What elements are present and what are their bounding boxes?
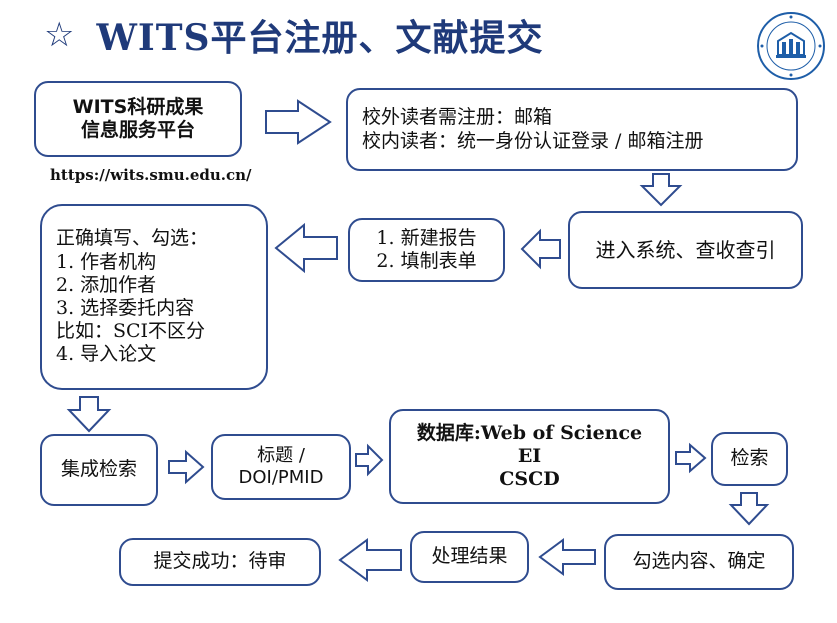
register-line-internal: 校内读者：统一身份认证登录 / 邮箱注册 [362, 129, 704, 152]
process-result-box: 处理结果 [410, 531, 529, 583]
new-report-box: 1. 新建报告 2. 填制表单 [348, 218, 505, 282]
new-report-line-1: 1. 新建报告 [376, 226, 477, 249]
title-doi-box: 标题 / DOI/PMID [211, 434, 351, 500]
fill-form-line-4: 3. 选择委托内容 [56, 297, 195, 319]
arrow-right-icon [168, 449, 205, 485]
wits-platform-line-1: WITS科研成果 [72, 95, 204, 118]
select-confirm-box: 勾选内容、确定 [604, 534, 794, 590]
new-report-line-2: 2. 填制表单 [376, 250, 477, 272]
fill-form-line-5: 比如：SCI不区分 [56, 320, 206, 343]
fill-form-line-1: 正确填写、勾选： [56, 227, 209, 250]
arrow-down-icon [639, 173, 683, 207]
search-text: 检索 [730, 447, 769, 470]
arrow-down-icon [728, 492, 770, 526]
database-line-2: EI [517, 444, 542, 467]
page-title: ☆ WITS平台注册、文献提交 [44, 10, 544, 60]
star-icon: ☆ [44, 15, 75, 55]
fill-form-line-6: 4. 导入论文 [56, 343, 157, 366]
wits-platform-line-2: 信息服务平台 [80, 119, 195, 141]
wits-platform-box: WITS科研成果 信息服务平台 [34, 81, 242, 157]
arrow-down-icon [66, 396, 112, 433]
page-title-text: WITS平台注册、文献提交 [96, 17, 544, 59]
library-seal-icon [757, 12, 825, 80]
arrow-left-icon [538, 538, 596, 576]
search-box: 检索 [711, 432, 788, 486]
register-line-external: 校外读者需注册：邮箱 [362, 106, 553, 129]
arrow-right-icon [355, 443, 384, 477]
fill-form-box: 正确填写、勾选： 1. 作者机构 2. 添加作者 3. 选择委托内容 比如：SC… [40, 204, 268, 390]
university-library-logo [756, 11, 826, 81]
arrow-right-icon [265, 99, 332, 145]
arrow-left-icon [338, 538, 402, 582]
submit-success-text: 提交成功：待审 [153, 550, 287, 573]
fill-form-line-2: 1. 作者机构 [56, 250, 157, 273]
integrated-search-box: 集成检索 [40, 434, 158, 506]
fill-form-line-3: 2. 添加作者 [56, 273, 157, 296]
database-box: 数据库:Web of Science EI CSCD [389, 409, 670, 504]
database-line-1: 数据库:Web of Science [416, 421, 643, 444]
integrated-search-text: 集成检索 [60, 458, 137, 481]
register-box: 校外读者需注册：邮箱 校内读者：统一身份认证登录 / 邮箱注册 [346, 88, 798, 171]
process-result-text: 处理结果 [431, 545, 508, 568]
enter-system-text: 进入系统、查收查引 [595, 237, 776, 262]
platform-url[interactable]: https://wits.smu.edu.cn/ [50, 166, 252, 184]
select-confirm-text: 勾选内容、确定 [632, 550, 766, 573]
arrow-left-icon [274, 222, 338, 274]
title-doi-line-2: DOI/PMID [238, 467, 324, 488]
submit-success-box: 提交成功：待审 [119, 538, 321, 586]
arrow-left-icon [520, 228, 561, 270]
title-doi-line-1: 标题 / [257, 445, 305, 467]
arrow-right-icon [675, 442, 707, 474]
database-line-3: CSCD [499, 468, 560, 491]
enter-system-box: 进入系统、查收查引 [568, 211, 803, 289]
